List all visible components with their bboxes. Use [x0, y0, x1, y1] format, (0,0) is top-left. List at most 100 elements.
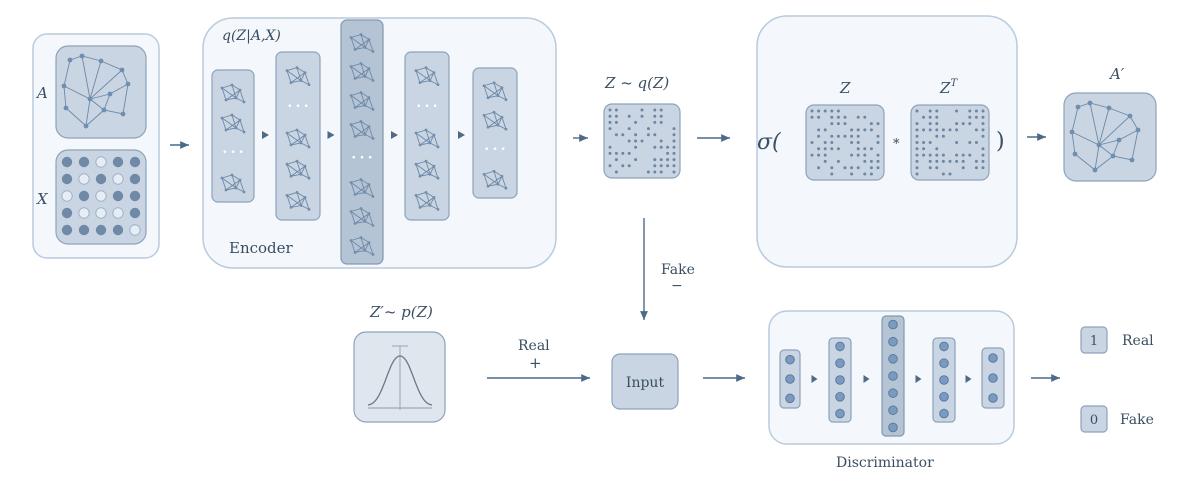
plus-sign: + [529, 354, 542, 372]
embedding-dot [876, 141, 880, 144]
embedding-dot [830, 134, 834, 138]
embedding-dot [653, 120, 657, 124]
embedding-dot [810, 153, 814, 157]
output-fake-label: Fake [1120, 412, 1154, 428]
embedding-dot [817, 147, 821, 151]
embedding-dot [817, 128, 821, 132]
embedding-dot [634, 120, 638, 124]
neuron [888, 354, 898, 364]
embedding-dot [935, 115, 939, 119]
output-real-label: Real [1122, 333, 1154, 349]
embedding-dot [817, 115, 821, 119]
embedding-dot [810, 115, 814, 119]
neuron [939, 408, 949, 419]
embedding-dot [869, 122, 873, 126]
embedding-dot [961, 122, 965, 126]
embedding-dot [915, 134, 919, 138]
neuron [988, 373, 998, 383]
embedding-dot [843, 122, 847, 126]
neuron [888, 336, 898, 347]
neuron [835, 375, 845, 385]
embedding-dot [823, 128, 827, 132]
embedding-dot [608, 151, 612, 155]
discriminator-label: Discriminator [836, 455, 934, 471]
embedding-dot [968, 141, 972, 144]
embedding-dot [850, 128, 854, 132]
embedding-dot [646, 170, 650, 174]
embedding-dot [659, 170, 663, 174]
feature-dot [61, 190, 73, 202]
discriminator-step-arrow [915, 375, 922, 383]
embedding-dot [856, 134, 860, 138]
neuron [939, 341, 949, 352]
feature-dot [112, 207, 124, 219]
embedding-dot [817, 153, 821, 157]
embedding-dot [928, 109, 932, 113]
minus-sign: − [671, 278, 683, 294]
embedding-dot [627, 114, 631, 118]
embedding-dot [981, 122, 985, 126]
feature-dot [112, 173, 124, 185]
decoder-z-matrix [805, 104, 885, 181]
feature-matrix-box [55, 149, 147, 245]
discriminator-step-arrow [863, 375, 870, 383]
feature-dot [61, 224, 73, 236]
neuron [939, 375, 949, 385]
embedding-dot [672, 151, 676, 155]
embedding-dot [836, 159, 840, 163]
embedding-dot [863, 128, 867, 132]
feature-dot [95, 224, 107, 236]
embedding-dot [935, 159, 939, 163]
embedding-dot [915, 172, 919, 176]
embedding-dot [634, 145, 638, 149]
fake-label: Fake [661, 262, 695, 278]
embedding-dot [614, 170, 618, 174]
embedding-dot [981, 166, 985, 170]
embedding-dot [843, 115, 847, 119]
embedding-dot [941, 153, 945, 157]
feature-dot [78, 224, 90, 236]
embedding-dot [850, 141, 854, 144]
embedding-dot [928, 153, 932, 157]
encoder-step-arrow [262, 131, 269, 139]
embedding-dot [621, 164, 625, 168]
embedding-dot [659, 164, 663, 168]
embedding-dot [614, 120, 618, 124]
embedding-dot [627, 151, 631, 155]
embedding-dot [608, 145, 612, 149]
feature-dot [78, 173, 90, 185]
embedding-dot [653, 108, 657, 112]
embedding-dot [974, 159, 978, 163]
embedding-dot [817, 109, 821, 113]
neuron [988, 353, 998, 363]
embedding-dot [863, 159, 867, 163]
embedding-dot [640, 108, 644, 112]
embedding-dot [955, 159, 959, 163]
embedding-dot [608, 114, 612, 118]
encoder-layers: • • •• • •• • •• • •• • • [211, 19, 518, 265]
embedding-dot [974, 141, 978, 144]
prior-label: Z′~ p(Z) [369, 303, 433, 321]
embedding-dot [915, 122, 919, 126]
embedding-dot [955, 141, 959, 144]
embedding-dot [915, 153, 919, 157]
label-X: X [36, 190, 49, 208]
embedding-dot [922, 153, 926, 157]
discriminator-input-box [611, 353, 679, 410]
embedding-dot [863, 115, 867, 119]
embedding-dot [876, 122, 880, 126]
embedding-dot [830, 141, 834, 144]
embedding-dot [843, 166, 847, 170]
embedding-dot [915, 109, 919, 113]
embedding-dot [928, 166, 932, 170]
embedding-dot [863, 147, 867, 151]
embedding-dot [614, 158, 618, 162]
embedding-dot [928, 141, 932, 144]
embedding-dot [640, 114, 644, 118]
z-matrix-label: Z [839, 79, 851, 97]
embedding-dot [981, 134, 985, 138]
encoder-label: Encoder [229, 239, 294, 257]
embedding-dot [817, 134, 821, 138]
embedding-dot [823, 153, 827, 157]
embedding-dot [659, 120, 663, 124]
